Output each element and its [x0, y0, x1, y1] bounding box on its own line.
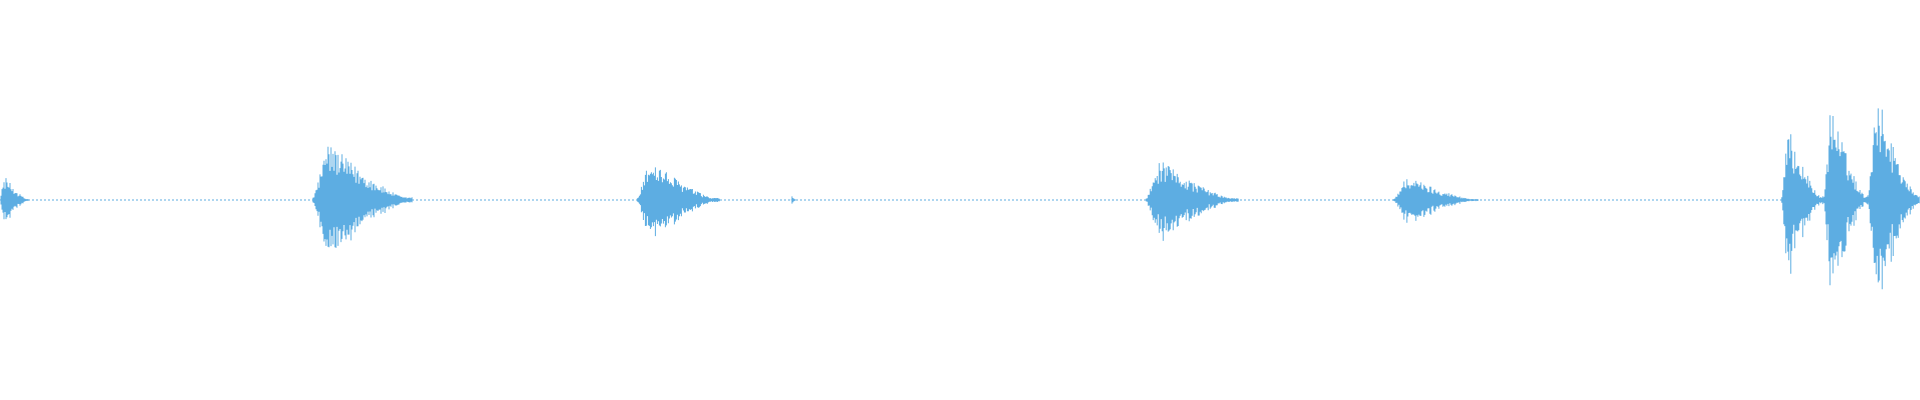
waveform-peaks [1867, 108, 1920, 290]
waveform-segment-clip-5 [1145, 162, 1239, 241]
waveform-peaks [312, 146, 413, 248]
waveform-peaks [1145, 162, 1239, 241]
waveform-peaks [1823, 115, 1869, 286]
waveform-peaks [1781, 134, 1825, 274]
waveform-segment-clip-3 [636, 167, 720, 237]
waveform-segment-clip-7a [1781, 134, 1825, 274]
waveform-peaks [636, 167, 720, 237]
waveform-segment-clip-7c [1867, 108, 1920, 290]
waveform-segment-clip-4 [790, 196, 797, 204]
waveform-segment-clip-7b [1823, 115, 1869, 286]
waveform-peaks [0, 178, 29, 220]
waveform-peaks [1393, 179, 1479, 223]
waveform-peaks [790, 196, 797, 204]
waveform-segment-clip-2 [312, 146, 413, 248]
waveform-segment-clip-1 [0, 178, 29, 220]
waveform-segment-clip-6 [1393, 179, 1479, 223]
